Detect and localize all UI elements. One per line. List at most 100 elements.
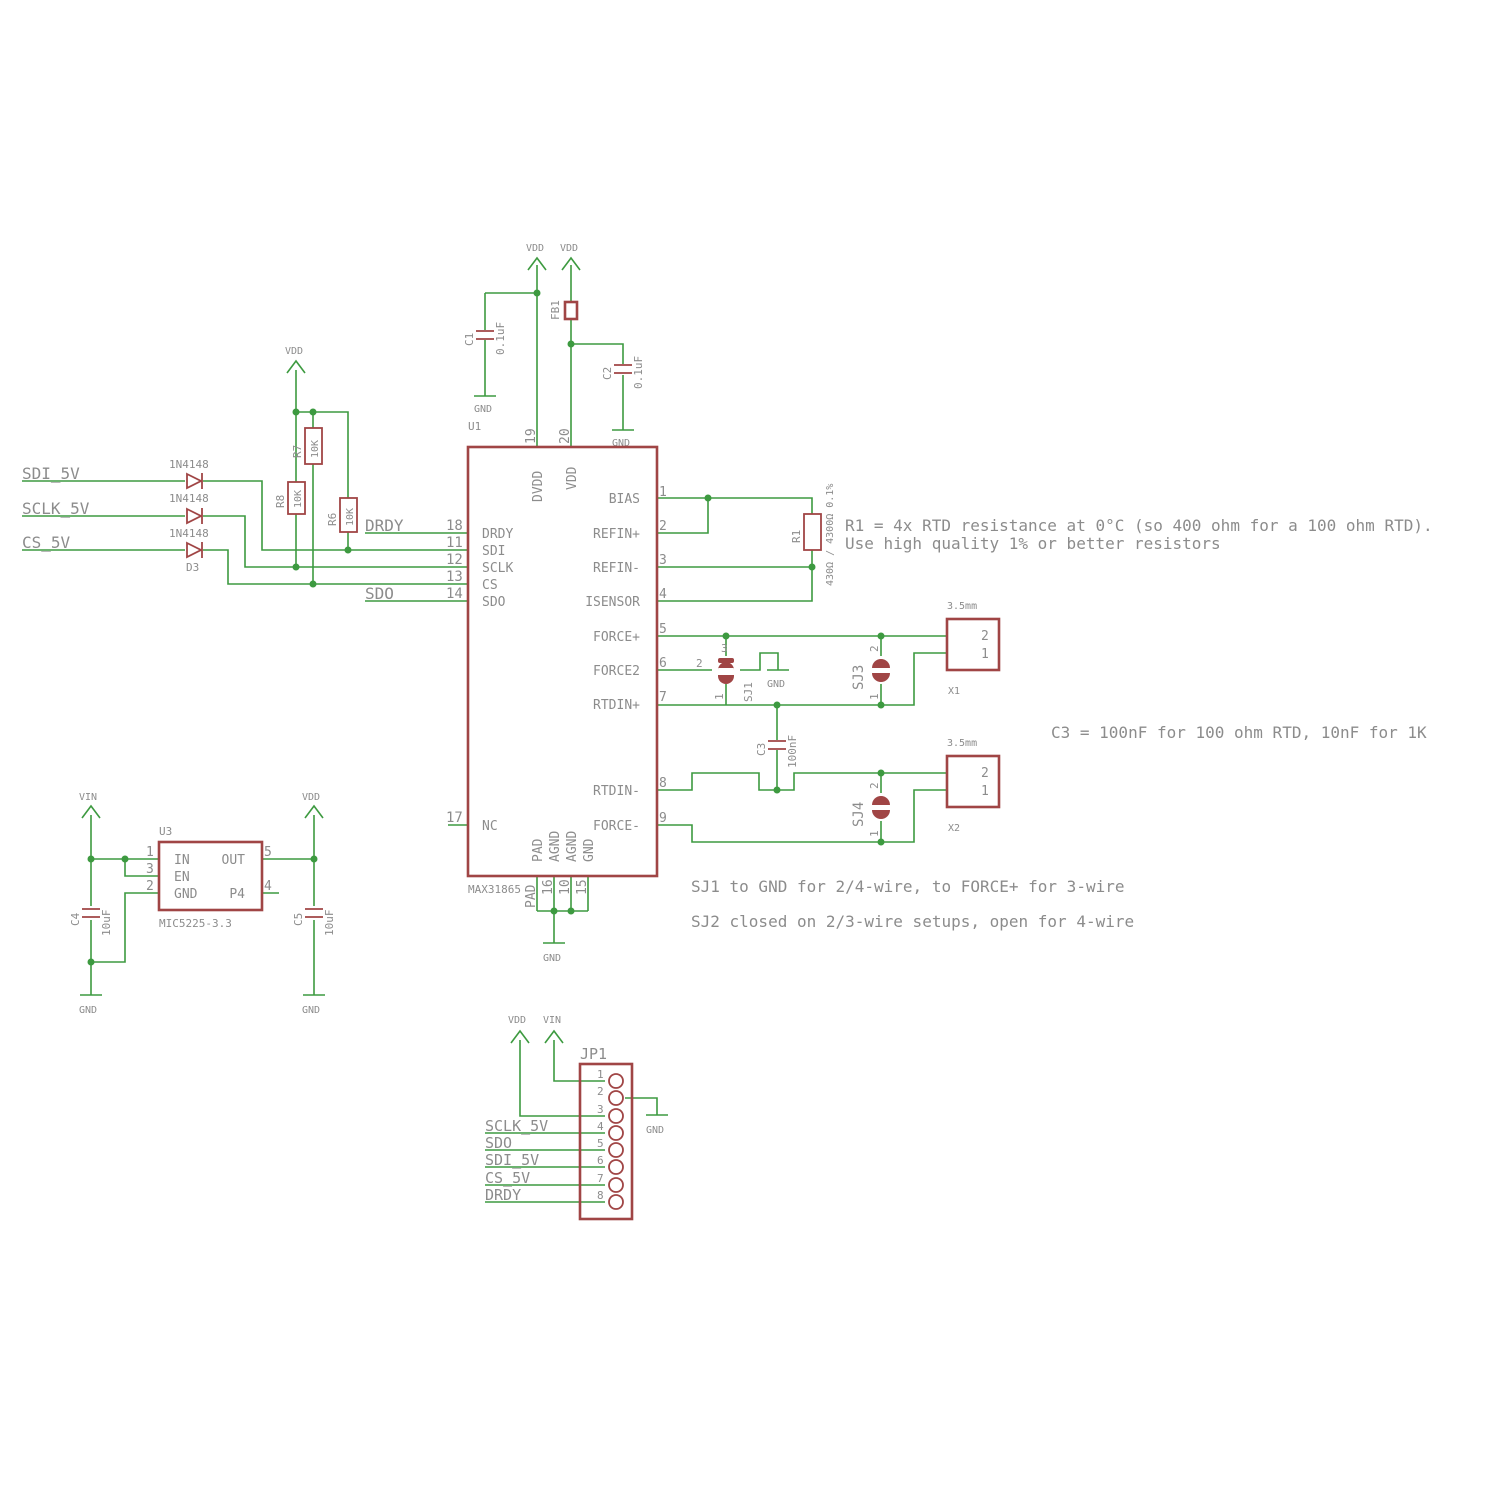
svg-text:2: 2 xyxy=(981,629,989,644)
svg-text:PAD: PAD xyxy=(524,884,539,908)
svg-text:SJ4: SJ4 xyxy=(851,802,867,827)
svg-text:MIC5225-3.3: MIC5225-3.3 xyxy=(159,917,232,930)
svg-text:SDI_5V: SDI_5V xyxy=(22,464,80,483)
svg-text:SJ1: SJ1 xyxy=(742,682,755,702)
svg-text:C5: C5 xyxy=(292,913,305,926)
svg-text:8: 8 xyxy=(597,1189,604,1202)
svg-text:JP1: JP1 xyxy=(580,1045,607,1063)
resistor-r7: R7 10K xyxy=(291,427,323,465)
svg-text:X1: X1 xyxy=(948,686,960,697)
svg-text:SDI_5V: SDI_5V xyxy=(485,1151,539,1169)
svg-text:VDD: VDD xyxy=(508,1015,526,1026)
svg-text:SCLK_5V: SCLK_5V xyxy=(22,499,90,518)
capacitor-c4: C4 10uF xyxy=(69,908,113,936)
svg-text:R8: R8 xyxy=(274,495,287,508)
diode-d1: 1N4148 xyxy=(169,458,209,490)
svg-text:U3: U3 xyxy=(159,825,172,838)
svg-text:GND: GND xyxy=(767,679,785,690)
svg-text:11: 11 xyxy=(446,535,463,551)
svg-text:OUT: OUT xyxy=(222,853,246,868)
svg-text:REFIN-: REFIN- xyxy=(593,561,640,576)
svg-text:GND: GND xyxy=(646,1125,664,1136)
svg-text:SCLK: SCLK xyxy=(482,561,513,576)
svg-text:NC: NC xyxy=(482,819,498,834)
solder-jumper-sj3: 2 1 SJ3 xyxy=(851,645,890,700)
svg-text:1N4148: 1N4148 xyxy=(169,492,209,505)
note-sj1: SJ1 to GND for 2/4-wire, to FORCE+ for 3… xyxy=(691,877,1124,896)
svg-text:19: 19 xyxy=(524,428,539,444)
wires xyxy=(22,265,947,1203)
svg-text:2: 2 xyxy=(696,657,703,670)
svg-text:1: 1 xyxy=(713,693,726,700)
svg-text:C3: C3 xyxy=(755,743,768,756)
svg-text:430Ω / 4300Ω 0.1%: 430Ω / 4300Ω 0.1% xyxy=(825,484,836,586)
svg-text:5: 5 xyxy=(597,1137,604,1150)
svg-text:R1: R1 xyxy=(790,530,803,543)
svg-text:6: 6 xyxy=(659,656,667,671)
svg-text:15: 15 xyxy=(575,879,590,895)
note-r1-line2: Use high quality 1% or better resistors xyxy=(845,534,1221,553)
svg-text:CS: CS xyxy=(482,578,498,593)
svg-text:EN: EN xyxy=(174,870,190,885)
svg-text:1N4148: 1N4148 xyxy=(169,458,209,471)
svg-text:1: 1 xyxy=(981,647,989,662)
svg-text:AGND: AGND xyxy=(548,831,563,862)
svg-text:VDD: VDD xyxy=(302,792,320,803)
svg-text:SDO: SDO xyxy=(485,1134,512,1152)
svg-text:1: 1 xyxy=(597,1068,604,1081)
svg-text:FORCE-: FORCE- xyxy=(593,819,640,834)
gnd-symbol-u1: GND xyxy=(543,942,565,964)
resistor-r8: R8 10K xyxy=(274,481,306,515)
svg-text:2: 2 xyxy=(868,782,881,789)
note-sj2: SJ2 closed on 2/3-wire setups, open for … xyxy=(691,912,1134,931)
svg-text:REFIN+: REFIN+ xyxy=(593,527,640,542)
svg-text:VDD: VDD xyxy=(565,466,580,490)
gnd-symbol-jp1: GND xyxy=(646,1114,668,1136)
capacitor-c2: C2 0.1uF xyxy=(601,356,645,389)
resistor-r1: R1 430Ω / 4300Ω 0.1% xyxy=(790,484,836,586)
svg-text:DVDD: DVDD xyxy=(531,471,546,502)
svg-text:14: 14 xyxy=(446,586,463,602)
svg-text:C2: C2 xyxy=(601,367,614,380)
u1-part: MAX31865 xyxy=(468,883,521,896)
svg-text:12: 12 xyxy=(446,552,463,568)
svg-text:9: 9 xyxy=(659,811,667,826)
svg-text:1: 1 xyxy=(868,830,881,837)
svg-text:SCLK_5V: SCLK_5V xyxy=(485,1117,548,1135)
svg-text:FORCE+: FORCE+ xyxy=(593,630,640,645)
svg-text:BIAS: BIAS xyxy=(609,492,640,507)
svg-text:GND: GND xyxy=(543,953,561,964)
svg-text:AGND: AGND xyxy=(565,831,580,862)
svg-text:RTDIN-: RTDIN- xyxy=(593,784,640,799)
solder-jumper-sj4: 2 1 SJ4 xyxy=(851,782,890,837)
svg-text:FORCE2: FORCE2 xyxy=(593,664,640,679)
svg-text:6: 6 xyxy=(597,1154,604,1167)
svg-text:SDI: SDI xyxy=(482,544,505,559)
gnd-symbol-c1: GND xyxy=(474,395,496,415)
vdd-symbol-pullups: VDD xyxy=(285,346,306,374)
terminal-x2: 3.5mm 2 1 X2 xyxy=(945,738,1001,834)
vdd-symbol-c1: VDD xyxy=(526,243,547,271)
svg-text:VDD: VDD xyxy=(560,243,578,254)
svg-text:IN: IN xyxy=(174,853,190,868)
svg-text:3: 3 xyxy=(721,642,728,655)
diode-d2: 1N4148 xyxy=(169,492,209,525)
svg-text:GND: GND xyxy=(582,838,597,862)
note-c3: C3 = 100nF for 100 ohm RTD, 10nF for 1K xyxy=(1051,723,1427,742)
capacitor-c1: C1 0.1uF xyxy=(463,322,507,355)
capacitor-c3: C3 100nF xyxy=(755,735,799,768)
svg-text:4: 4 xyxy=(264,879,272,894)
vdd-symbol-fb1: VDD xyxy=(560,243,581,271)
svg-text:10K: 10K xyxy=(310,440,321,458)
svg-text:P4: P4 xyxy=(229,887,245,902)
svg-text:1N4148: 1N4148 xyxy=(169,527,209,540)
gnd-symbol-sj1: GND xyxy=(767,669,789,690)
svg-text:3.5mm: 3.5mm xyxy=(947,601,977,612)
svg-text:10K: 10K xyxy=(345,508,356,526)
svg-text:X2: X2 xyxy=(948,823,960,834)
svg-text:100nF: 100nF xyxy=(786,735,799,768)
svg-text:VIN: VIN xyxy=(543,1015,561,1026)
svg-text:DRDY: DRDY xyxy=(365,516,404,535)
svg-text:0.1uF: 0.1uF xyxy=(632,356,645,389)
